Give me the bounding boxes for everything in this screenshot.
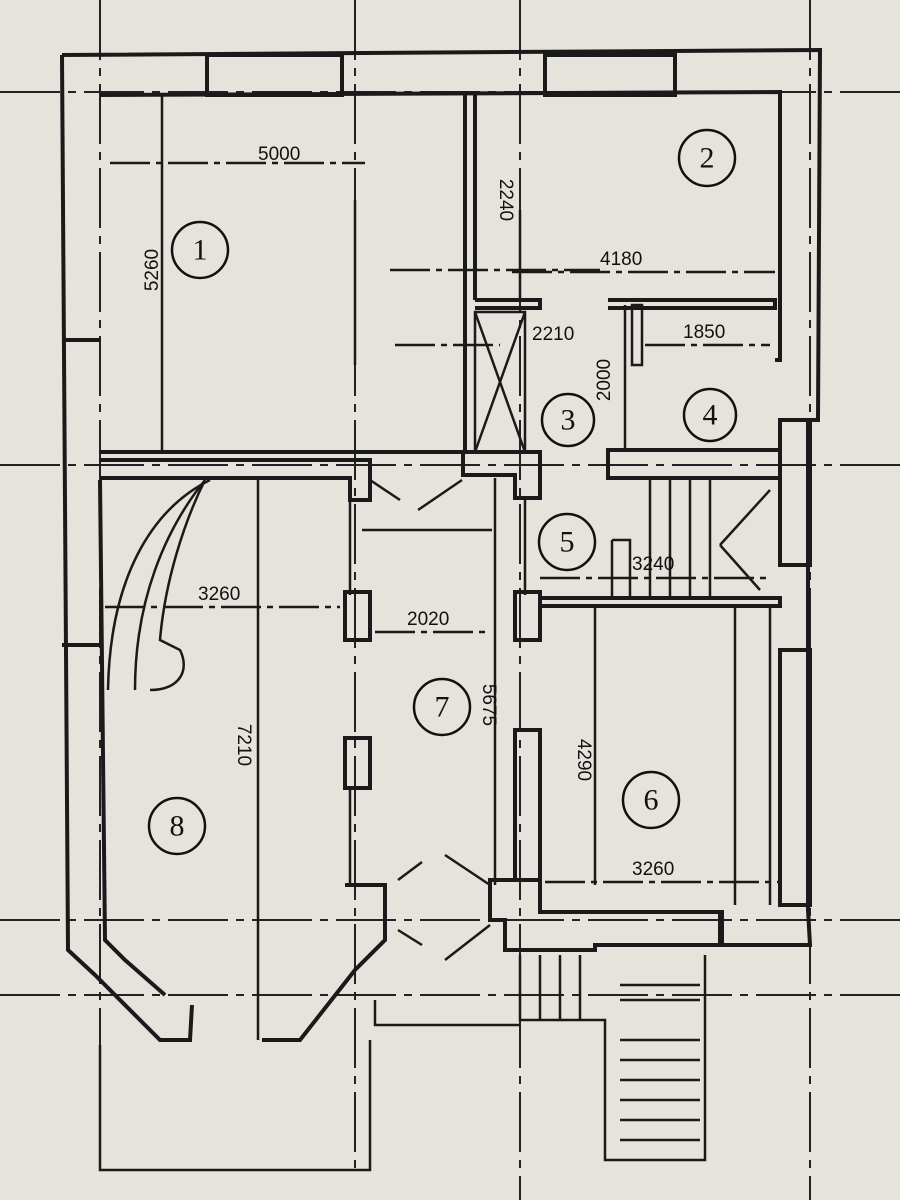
room-label-3: 3 (540, 392, 596, 448)
dim-room2-side: 2240 (495, 179, 516, 221)
room-label-4: 4 (682, 387, 738, 443)
svg-text:5: 5 (560, 526, 575, 559)
room-label-1: 1 (170, 220, 230, 280)
dim-room3-width: 2210 (532, 324, 574, 345)
room-label-5: 5 (537, 512, 597, 572)
svg-text:3: 3 (561, 404, 576, 437)
room-label-8: 8 (147, 796, 207, 856)
dim-room4-width: 1850 (683, 322, 725, 343)
dim-room6-width: 3260 (632, 859, 674, 880)
dim-room8-height: 7210 (233, 724, 254, 766)
dim-room8-width: 3260 (198, 584, 240, 605)
dim-hall-width: 2020 (407, 609, 449, 630)
dim-hall-height: 5675 (478, 684, 499, 726)
room-label-7: 7 (412, 677, 472, 737)
dim-room1-width: 5000 (258, 144, 300, 165)
dim-room3-height: 2000 (594, 359, 615, 401)
outer-walls (60, 47, 823, 1042)
room-label-2: 2 (677, 128, 737, 188)
room-label-6: 6 (621, 770, 681, 830)
svg-text:2: 2 (700, 142, 715, 175)
svg-text:4: 4 (703, 399, 718, 432)
dim-room6-height: 4290 (573, 739, 594, 781)
svg-text:7: 7 (435, 691, 450, 724)
svg-text:1: 1 (193, 234, 208, 267)
dim-room2-width: 4180 (600, 249, 642, 270)
svg-text:8: 8 (170, 810, 185, 843)
dim-stair-width: 3240 (632, 554, 674, 575)
dim-room1-height: 5260 (142, 249, 163, 291)
interior-walls (98, 95, 782, 1172)
svg-text:6: 6 (644, 784, 659, 817)
dimension-lines (105, 161, 780, 884)
